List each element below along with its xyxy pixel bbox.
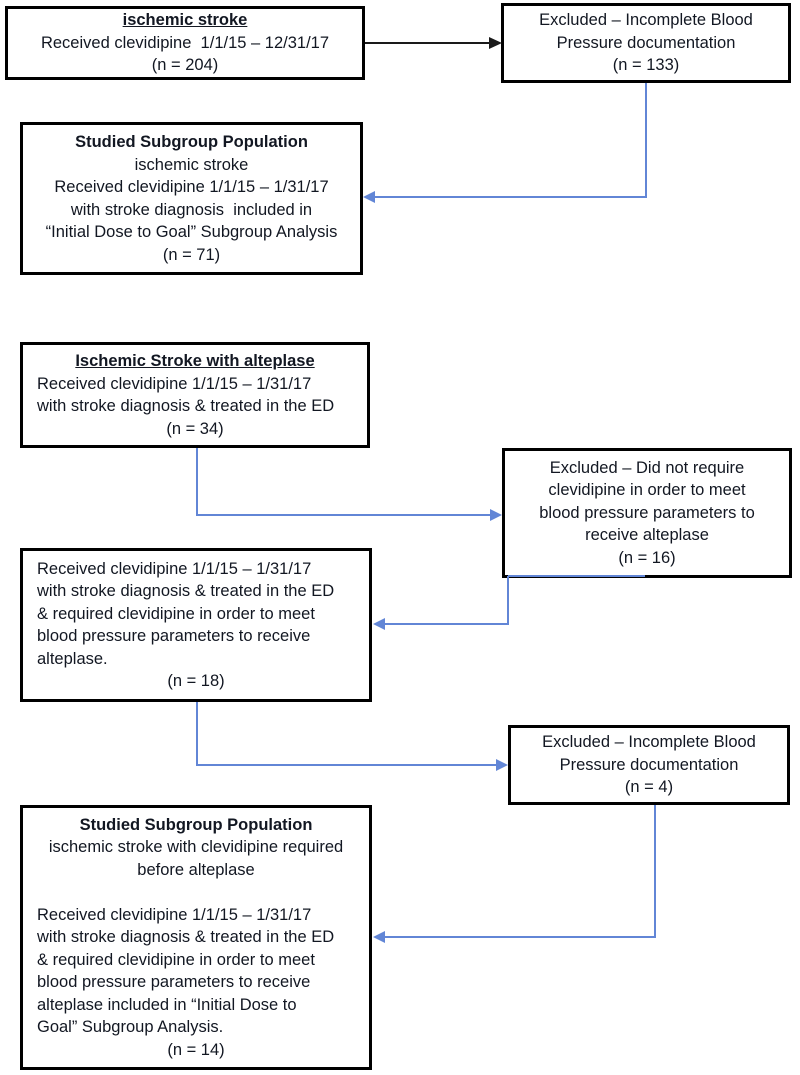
box-text: receive alteplase [585, 526, 709, 545]
arrowhead-left-icon [373, 618, 385, 630]
connector-excluded16-to-required-horizontal [385, 623, 509, 625]
box-text: & required clevidipine in order to meet [37, 604, 315, 623]
connector-excluded16-bottom-edge [508, 575, 645, 577]
box-text: Received clevidipine 1/1/15 – 1/31/17 [37, 905, 312, 924]
box-text: blood pressure parameters to receive [37, 627, 311, 645]
box-n-value: (n = 133) [612, 56, 680, 75]
connector-excluded4-to-final-horizontal [385, 936, 656, 938]
box-text: before alteplase [137, 860, 255, 879]
box-n-value: (n = 16) [618, 548, 676, 567]
box-text: with stroke diagnosis & treated in the E… [37, 928, 335, 947]
box-text: ischemic stroke with clevidipine require… [48, 838, 344, 857]
box-text: clevidipine in order to meet [548, 481, 746, 500]
connector-cohort-to-excluded-line [365, 42, 492, 44]
box-text: Received clevidipine 1/1/15 – 1/31/17 [37, 559, 312, 578]
box-blank-line [33, 881, 359, 904]
box-text: blood pressure parameters to receive [37, 973, 311, 992]
arrowhead-right-icon [490, 509, 502, 521]
box-text: Excluded – Incomplete Blood [542, 733, 756, 752]
box-text: Excluded – Did not require [549, 458, 745, 477]
box-n-value: (n = 204) [151, 56, 219, 75]
arrowhead-left-icon [363, 191, 375, 203]
arrowhead-right-icon [496, 759, 508, 771]
connector-excluded-to-subgroup-horizontal [375, 196, 647, 198]
box-text: Excluded – Incomplete Blood [539, 11, 753, 30]
box-text: alteplase. [37, 649, 108, 668]
box-text: “Initial Dose to Goal” Subgroup Analysis [45, 223, 338, 241]
box-required-clevidipine: Received clevidipine 1/1/15 – 1/31/17 wi… [20, 548, 372, 702]
arrowhead-right-icon [489, 37, 502, 49]
box-excluded-not-required: Excluded – Did not require clevidipine i… [502, 448, 792, 578]
arrowhead-left-icon [373, 931, 385, 943]
box-text: Received clevidipine 1/1/15 – 1/31/17 [54, 178, 329, 196]
box-title: Studied Subgroup Population [75, 133, 308, 151]
box-text: with stroke diagnosis included in [70, 200, 313, 219]
box-title: ischemic stroke [122, 11, 248, 30]
box-text: ischemic stroke [134, 155, 249, 174]
connector-excluded4-to-final-vertical [654, 805, 656, 938]
box-text: Goal” Subgroup Analysis. [37, 1018, 224, 1037]
box-text: & required clevidipine in order to meet [37, 950, 315, 969]
box-text: blood pressure parameters to [539, 503, 755, 522]
box-title: Ischemic Stroke with alteplase [75, 352, 315, 370]
box-final-studied-subgroup: Studied Subgroup Population ischemic str… [20, 805, 372, 1070]
connector-excluded-to-subgroup-vertical [645, 83, 647, 198]
box-studied-subgroup-population: Studied Subgroup Population ischemic str… [20, 122, 363, 275]
box-text: with stroke diagnosis & treated in the E… [37, 397, 335, 415]
box-ischemic-stroke-with-alteplase: Ischemic Stroke with alteplase Received … [20, 342, 370, 448]
connector-alteplase-to-excluded-vertical [196, 448, 198, 516]
connector-alteplase-to-excluded-horizontal [196, 514, 490, 516]
connector-excluded16-to-required-vertical [507, 576, 509, 624]
box-n-value: (n = 18) [167, 672, 225, 690]
box-excluded-incomplete-bp: Excluded – Incomplete Blood Pressure doc… [501, 3, 791, 83]
box-text: Pressure documentation [556, 33, 736, 52]
box-title: Studied Subgroup Population [79, 815, 313, 834]
box-n-value: (n = 4) [624, 778, 674, 797]
box-text: with stroke diagnosis & treated in the E… [37, 582, 335, 600]
box-text: alteplase included in “Initial Dose to [37, 995, 297, 1014]
box-n-value: (n = 14) [167, 1040, 225, 1059]
box-text: Received clevidipine 1/1/15 – 1/31/17 [37, 374, 312, 393]
box-n-value: (n = 34) [166, 419, 224, 438]
box-ischemic-stroke-cohort: ischemic stroke Received clevidipine 1/1… [5, 6, 365, 80]
box-text: Pressure documentation [559, 755, 739, 774]
box-text: Received clevidipine 1/1/15 – 12/31/17 [40, 33, 330, 52]
connector-required-to-excluded4-vertical [196, 702, 198, 766]
connector-required-to-excluded4-horizontal [196, 764, 496, 766]
box-excluded-incomplete-bp-2: Excluded – Incomplete Blood Pressure doc… [508, 725, 790, 805]
box-n-value: (n = 71) [162, 245, 221, 264]
